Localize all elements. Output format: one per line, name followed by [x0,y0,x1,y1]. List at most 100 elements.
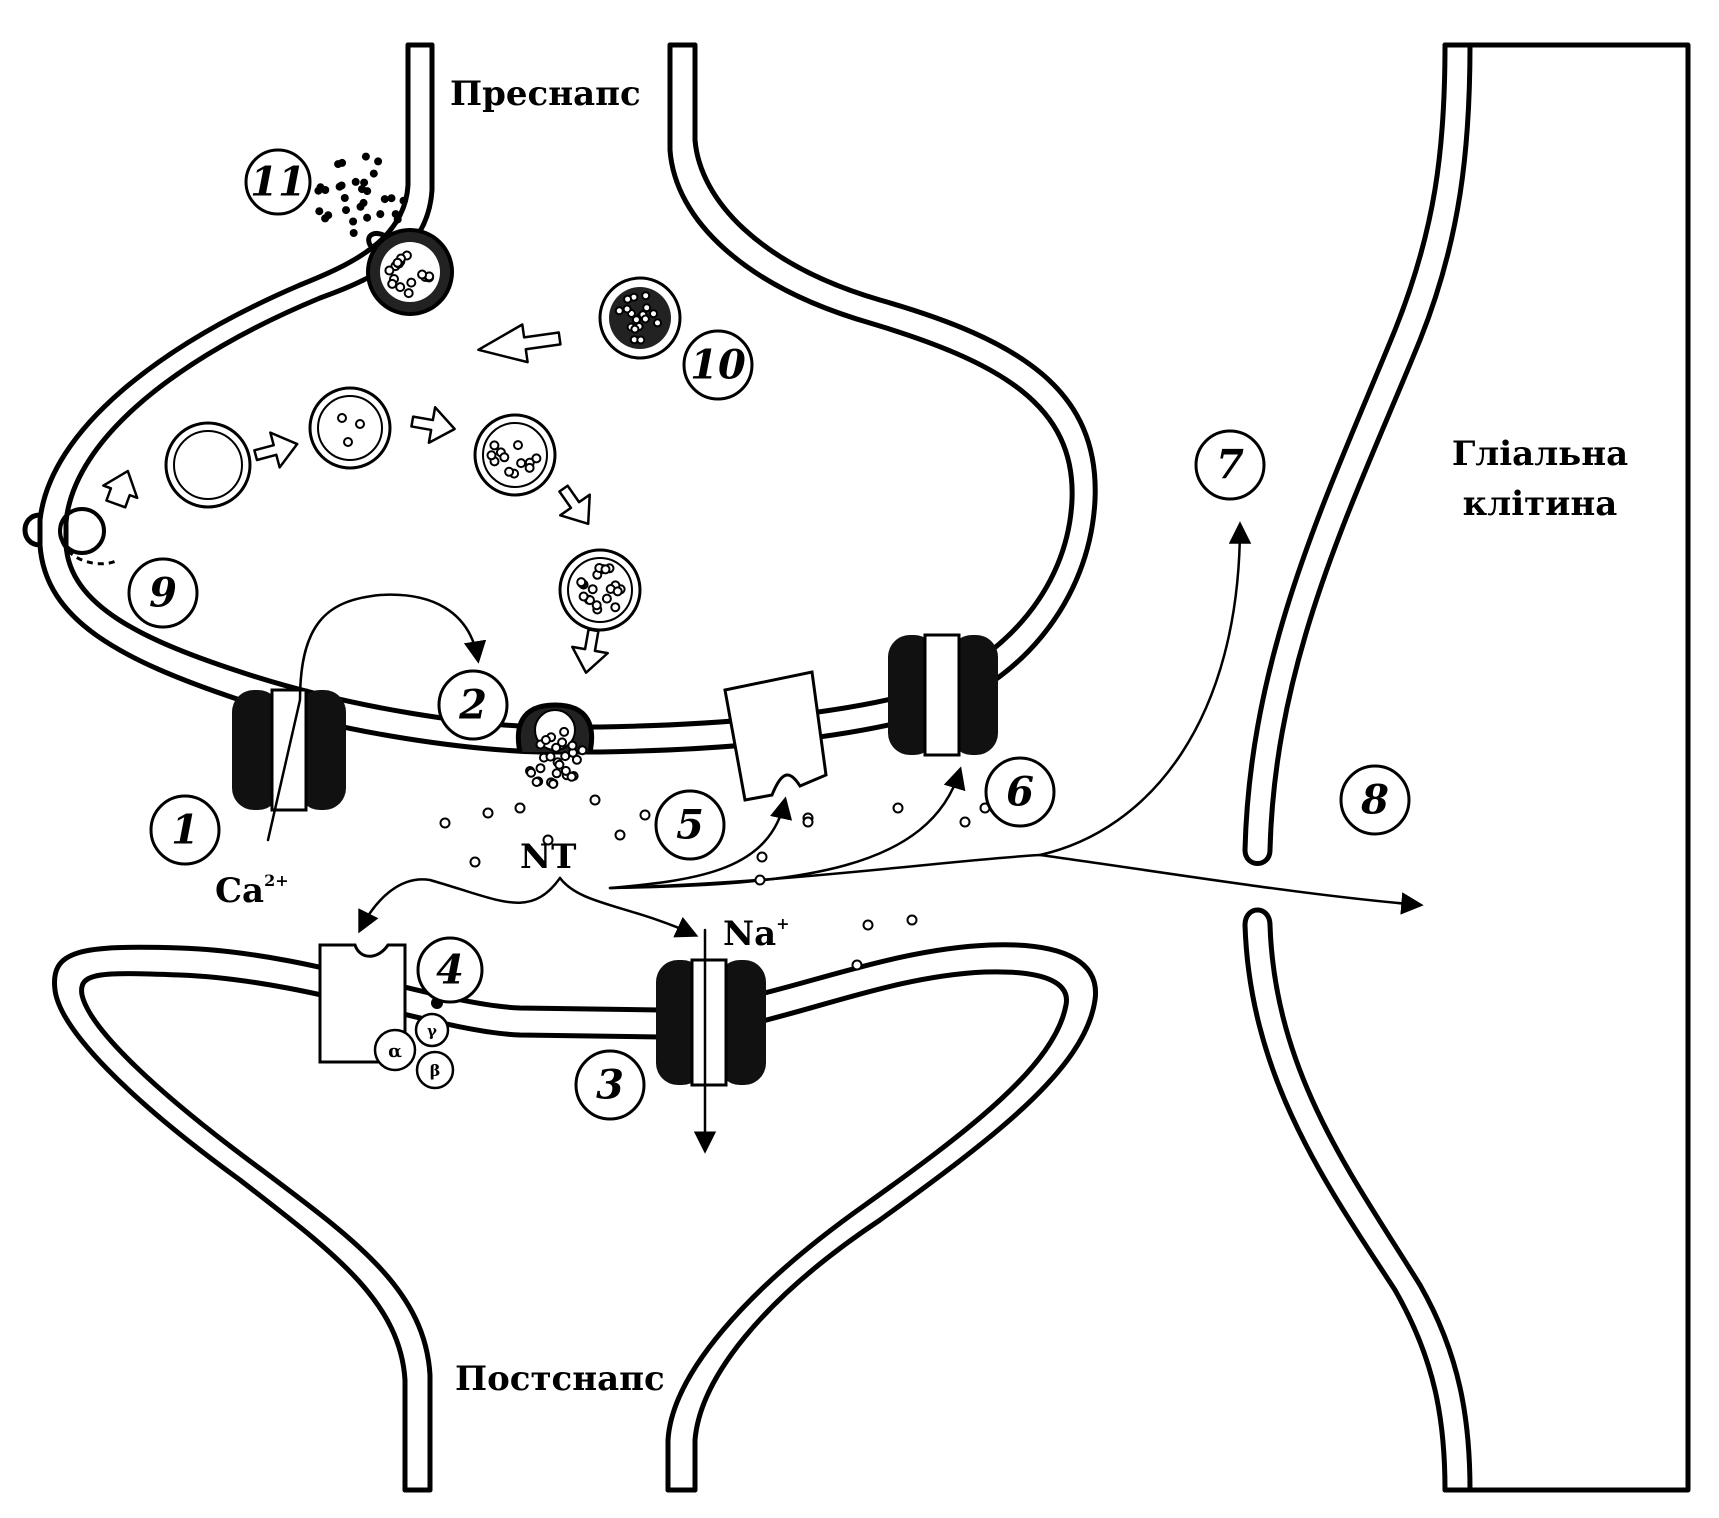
molecule [600,564,611,575]
g-gamma-label: γ [427,1022,437,1040]
molecule [489,440,500,451]
cleft-molecule [542,834,554,846]
step-badge-3: 3 [596,1062,624,1109]
step-badge-10: 10 [690,342,746,389]
molecule [540,735,551,745]
cleft-molecule [851,959,863,971]
molecule [559,726,570,737]
molecule [601,593,612,604]
postsynapse-label: Постснапс [455,1359,665,1399]
molecule [531,777,542,787]
step-badge-2: 2 [458,682,487,729]
step-badge-circle-3 [574,1049,646,1121]
cleft-molecule [589,794,601,806]
cleft-molecule [482,807,494,819]
molecule [636,335,646,345]
presynaptic-membrane [22,42,1098,1448]
step-badge-circle-6 [984,756,1056,828]
molecule [587,584,598,595]
molecule [610,602,621,613]
presynapse-label: Преснапс [450,74,641,114]
step-badge-circle-10 [682,329,754,401]
autoreceptor-5 [723,670,828,802]
cleft-molecule [862,919,874,931]
molecule [314,186,323,195]
loading-vesicle [308,386,392,470]
cycle-arrow [102,469,139,509]
cleft-molecule [906,914,918,926]
cleft-molecule [959,816,971,828]
molecule [551,742,562,753]
full-vesicle [558,548,642,632]
step-badge-11: 11 [250,159,306,206]
step-badge-circle-2 [437,669,509,741]
molecule [630,324,640,334]
molecule [315,207,324,216]
step-badge-circle-5 [654,789,726,861]
sodium-superscript: + [776,914,789,933]
molecule [551,768,562,779]
cleft-molecule [639,809,651,821]
sodium-channel [656,928,766,1154]
glial-label-line2: клітина [1463,484,1618,524]
step-badge-circle-9 [127,557,199,629]
cleft-molecule [469,856,481,868]
molecule [554,759,565,770]
filling-vesicle [473,413,557,497]
molecule [417,269,428,280]
cleft-molecule [439,817,451,829]
calcium-channel [232,593,487,842]
molecule [649,309,658,319]
glial-cell [1242,42,1691,1493]
molecule [513,440,523,451]
molecule [516,458,527,469]
molecule [576,577,587,588]
neurotransmitter-label: NT [520,837,576,877]
molecule [380,195,389,204]
molecule [524,462,535,473]
molecule [566,771,577,782]
dense-core-exocytosis [366,228,454,316]
molecule [376,210,385,219]
empty-vesicle [164,421,252,509]
molecule [387,194,396,203]
molecule [392,257,403,268]
step-badge-circle-11 [244,148,312,216]
exocytosis-release [515,702,595,789]
step-badge-circle-1 [149,794,221,866]
molecule [342,206,350,215]
cleft-molecule [614,829,626,841]
cleft-molecules [439,794,991,971]
g-alpha-label: α [388,1041,402,1062]
molecule [623,294,633,304]
molecule [358,185,366,194]
step-badge-5: 5 [676,802,704,849]
calcium-superscript: 2+ [264,871,289,890]
cycle-arrow [410,406,456,444]
metabotropic-receptor-4: α γ β [318,943,455,1090]
molecule [571,754,582,765]
vesicle-cycle [102,276,682,674]
neurotransmitter-paths [358,521,1424,938]
molecule [612,586,623,597]
step-badge-7: 7 [1216,442,1244,489]
molecule [334,160,343,169]
molecule [406,277,417,288]
g-beta-label: β [430,1061,441,1080]
transporter-6 [888,633,998,757]
step-badge-9: 9 [149,570,177,617]
cleft-molecule [514,802,526,814]
glial-label-line1: Гліальна [1452,434,1628,474]
molecule [395,282,406,293]
molecule [356,202,365,211]
molecule [560,751,571,762]
molecule [653,318,662,328]
molecule [486,450,497,461]
molecule [499,452,510,463]
cleft-molecule [802,816,814,828]
molecule [403,288,414,299]
molecule [640,314,650,324]
